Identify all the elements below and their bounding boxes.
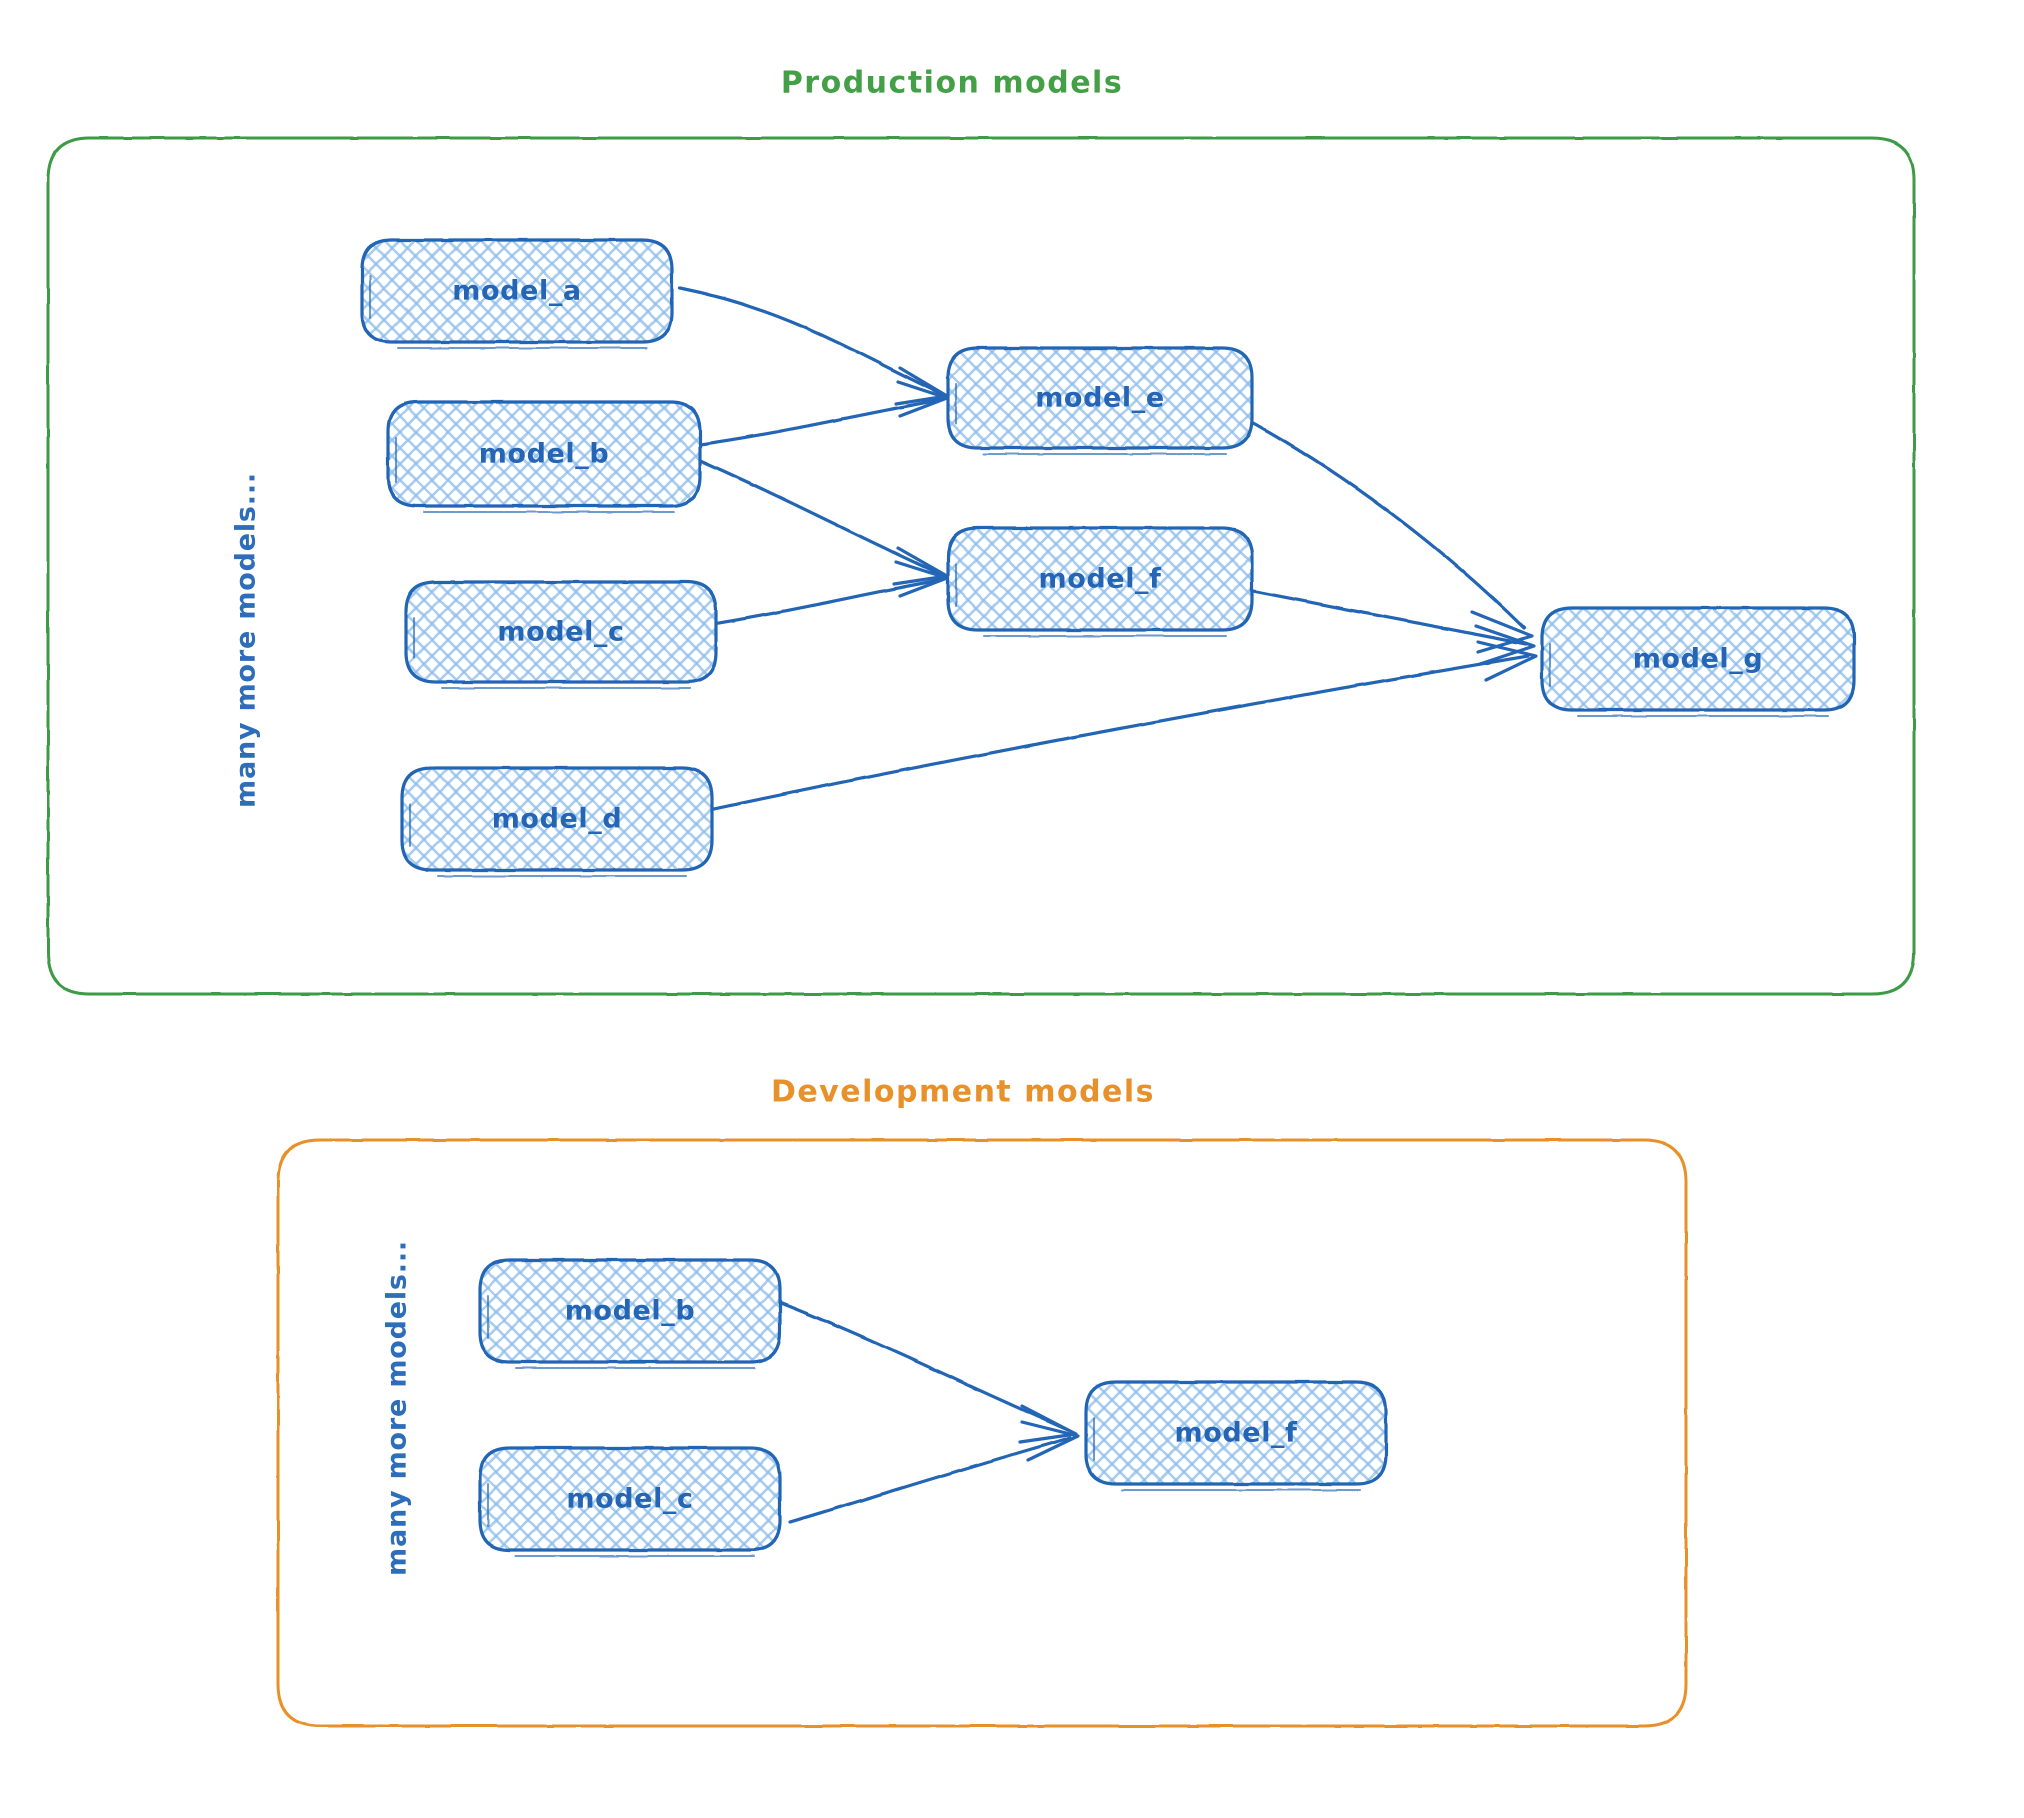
- node-label-prod-model-f: model_f: [1038, 564, 1161, 595]
- edge-model-f-to-model-g: [1246, 588, 1536, 666]
- edge-model-d-to-model-g: [698, 640, 1538, 814]
- node-label-prod-model-b: model_b: [479, 439, 610, 470]
- node-dev-model-b[interactable]: model_b: [478, 1258, 782, 1370]
- node-label-prod-model-a: model_a: [452, 276, 582, 307]
- group-title-production: Production models: [781, 66, 1123, 101]
- node-prod-model-e[interactable]: model_e: [946, 346, 1254, 456]
- side-note-development-group: many more models...: [382, 1240, 413, 1576]
- node-label-dev-model-f: model_f: [1174, 1418, 1297, 1449]
- node-prod-model-c[interactable]: model_c: [404, 580, 718, 690]
- side-note-production: many more models...: [231, 472, 262, 808]
- node-prod-model-a[interactable]: model_a: [360, 238, 674, 350]
- edge-dev-model-b-to-model-f: [776, 1300, 1078, 1444]
- group-title-development: Development models: [771, 1075, 1155, 1110]
- node-label-dev-model-c: model_c: [566, 1484, 693, 1515]
- side-note-development: many more models...: [382, 1240, 413, 1576]
- edge-model-b-to-model-e: [688, 380, 949, 448]
- node-prod-model-f[interactable]: model_f: [946, 526, 1254, 638]
- edge-model-c-to-model-f: [698, 560, 949, 628]
- node-label-prod-model-e: model_e: [1035, 383, 1165, 414]
- group-development: Development models many more models...: [276, 1075, 1688, 1728]
- node-label-prod-model-d: model_d: [492, 804, 623, 835]
- node-dev-model-f[interactable]: model_f: [1084, 1380, 1388, 1492]
- node-prod-model-d[interactable]: model_d: [400, 766, 714, 878]
- edges-production: [678, 286, 1538, 814]
- group-border-development: [276, 1138, 1688, 1728]
- edge-dev-model-c-to-model-f: [788, 1420, 1080, 1524]
- edges-development: [776, 1300, 1080, 1524]
- group-production: Production models many more models...: [46, 66, 1916, 996]
- node-prod-model-g[interactable]: model_g: [1540, 606, 1856, 718]
- node-label-prod-model-g: model_g: [1633, 644, 1764, 675]
- node-label-prod-model-c: model_c: [497, 617, 624, 648]
- node-prod-model-b[interactable]: model_b: [386, 400, 702, 514]
- side-note-production-group: many more models...: [231, 472, 262, 808]
- node-dev-model-c[interactable]: model_c: [478, 1446, 782, 1558]
- group-border-production: [46, 136, 1916, 996]
- node-label-dev-model-b: model_b: [565, 1296, 696, 1327]
